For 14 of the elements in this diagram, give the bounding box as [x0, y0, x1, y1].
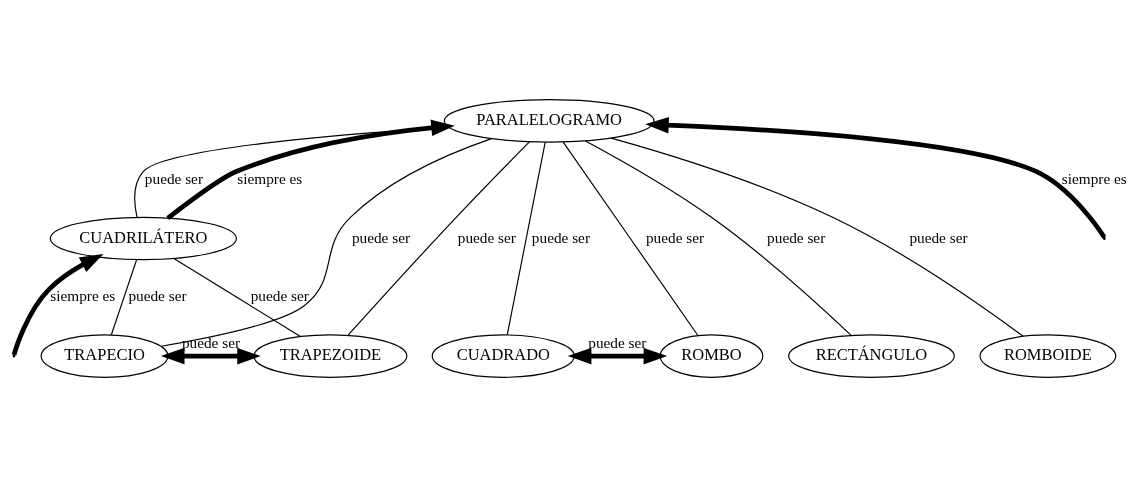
- edge-label: siempre es: [50, 287, 116, 305]
- edge-label: puede ser: [144, 169, 204, 187]
- edge-label: puede ser: [457, 228, 516, 246]
- edge-label: puede ser: [645, 228, 705, 246]
- edge-label: puede ser: [128, 287, 187, 305]
- edge-label: puede ser: [181, 334, 241, 352]
- edge-label: siempre es: [237, 169, 303, 187]
- edge-label: puede ser: [351, 228, 411, 246]
- edge-label: puede ser: [588, 334, 647, 352]
- edge-label: siempre es: [1061, 169, 1127, 187]
- edge-label: puede ser: [250, 287, 309, 305]
- edge-label: puede ser: [531, 228, 590, 246]
- edge-label: puede ser: [909, 228, 968, 246]
- edge-label: puede ser: [767, 228, 826, 246]
